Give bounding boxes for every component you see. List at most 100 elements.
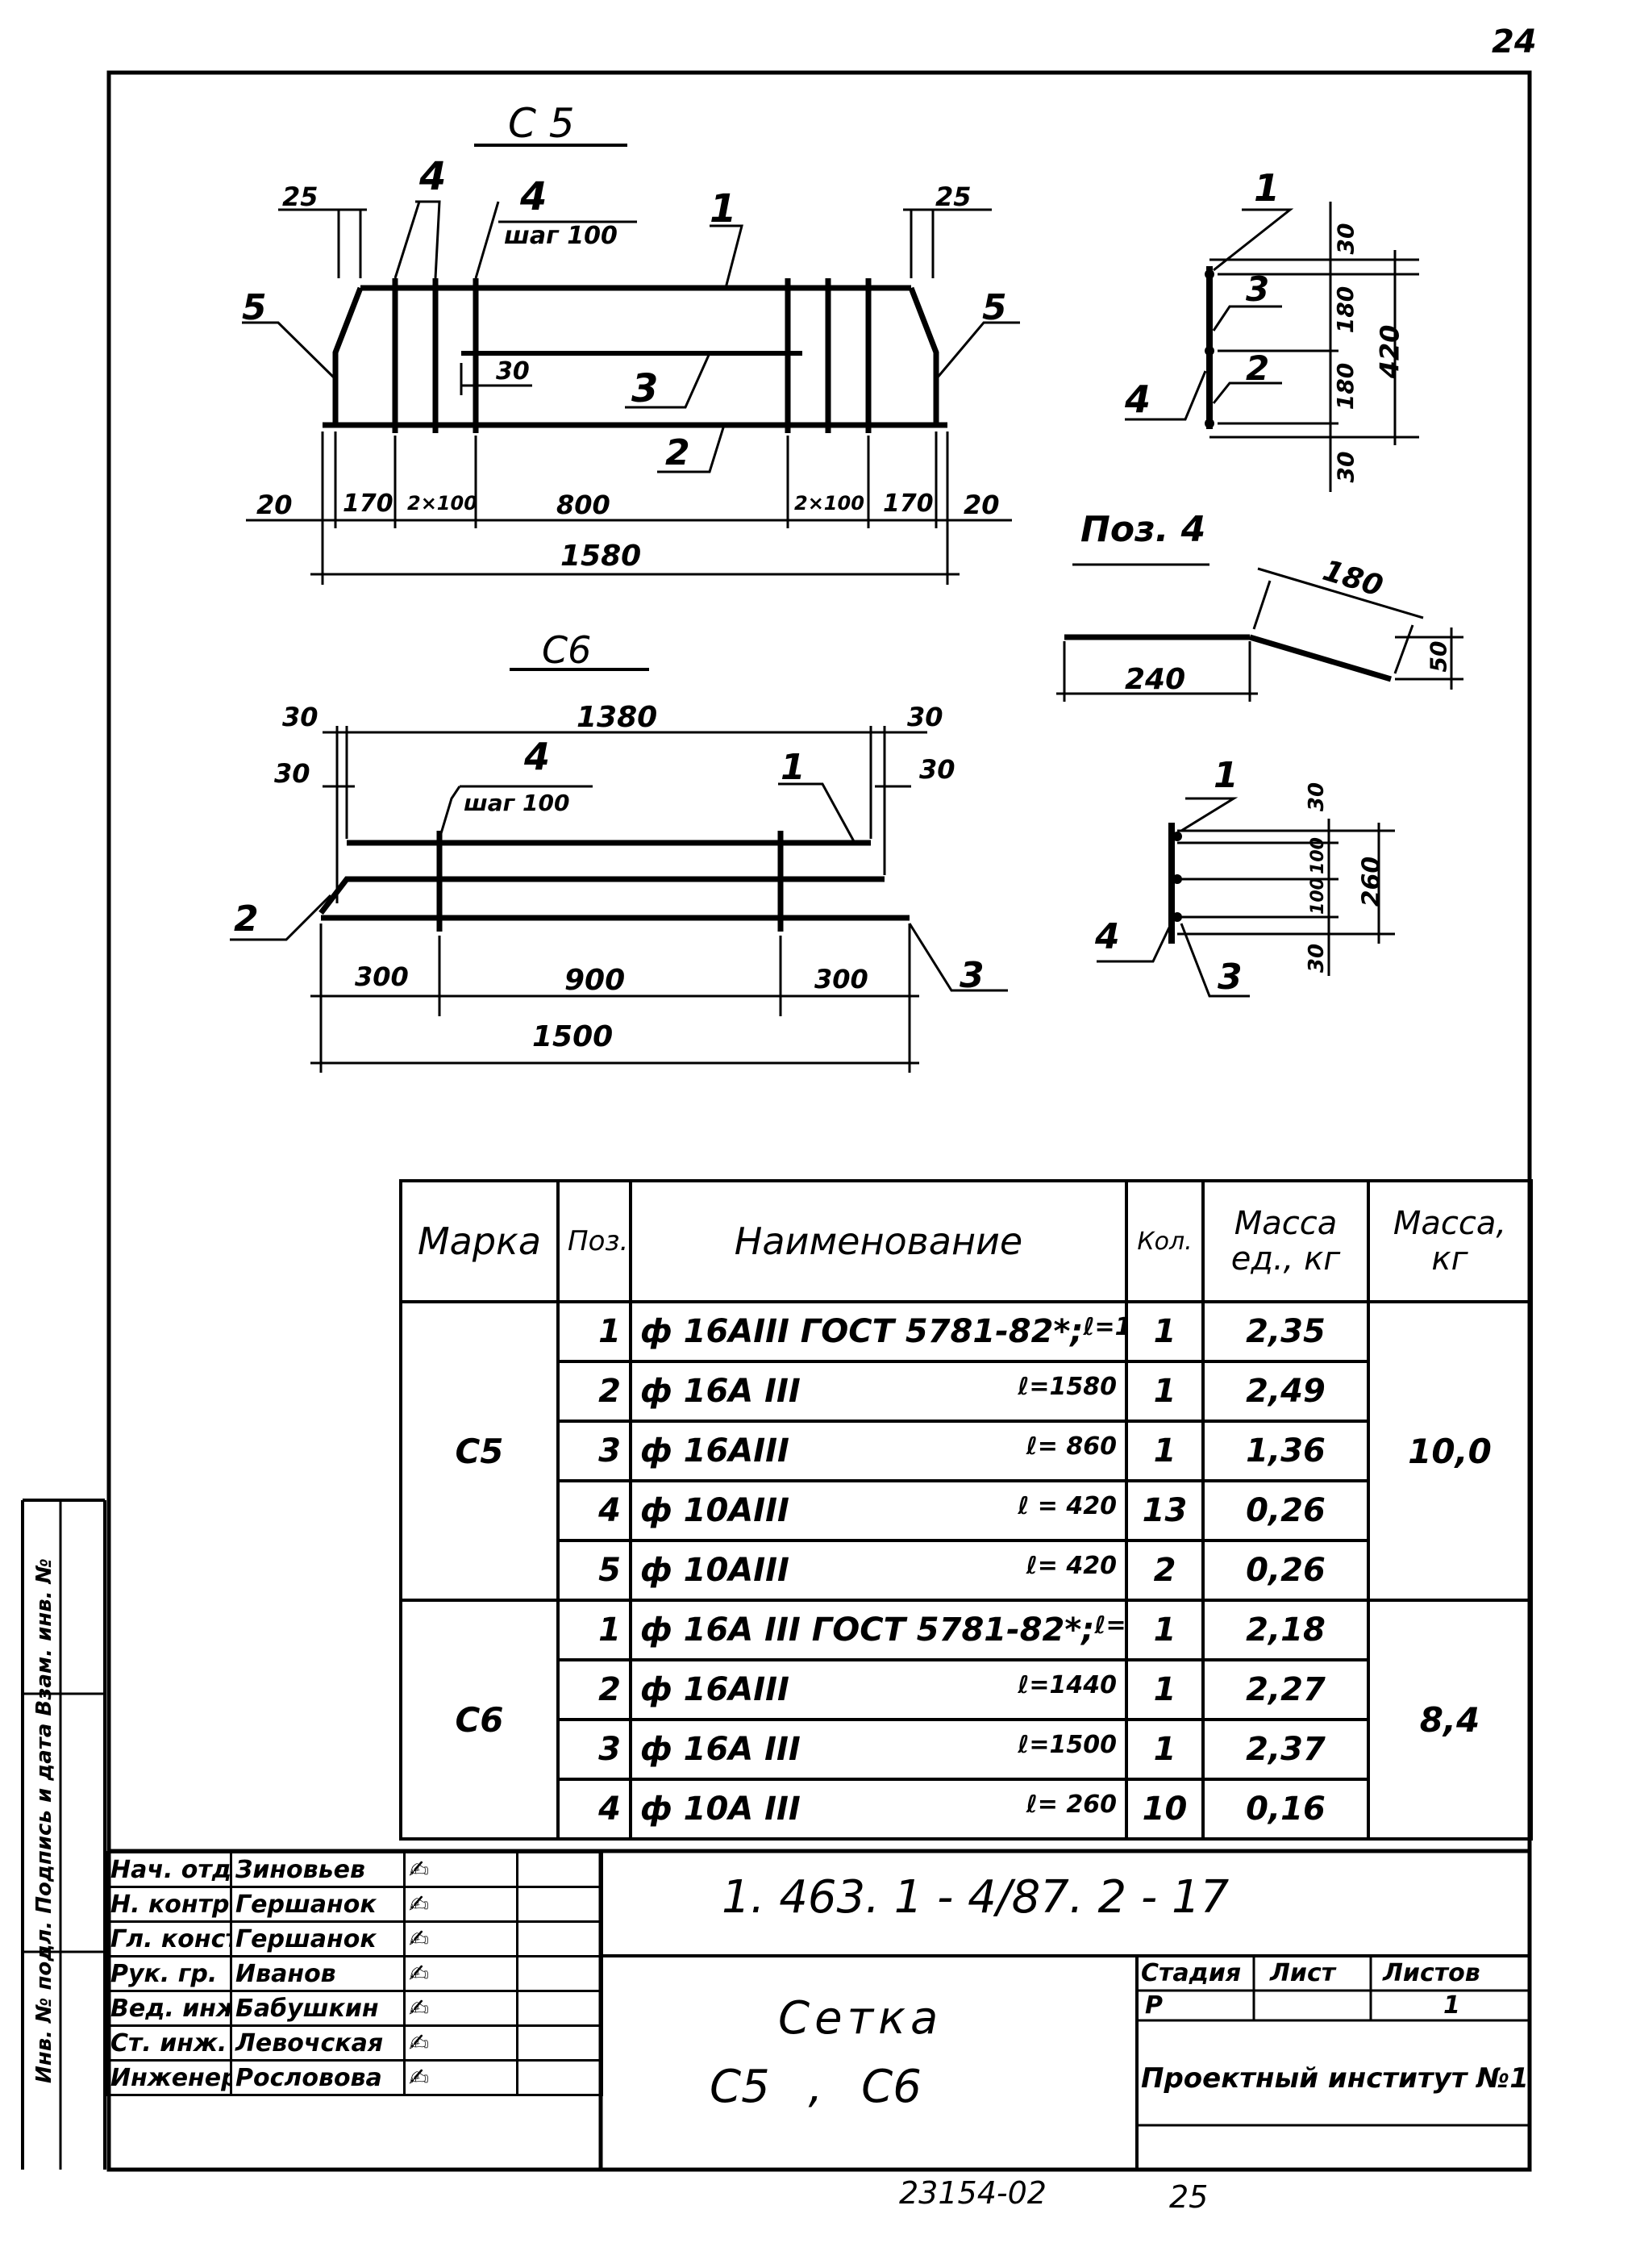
header-name: Наименование: [629, 1179, 1128, 1303]
table-row: 2 ф 16АIII ℓ=1440 1 2,27: [401, 1658, 1531, 1721]
signature-name: Левочская: [230, 2024, 406, 2062]
c6-callout-3: 3: [960, 955, 985, 996]
c5-callout-5-right: 5: [982, 287, 1007, 328]
row-bar: ф 16АIII: [640, 1671, 789, 1708]
total-mass-c5: 10,0: [1367, 1300, 1533, 1602]
pos4-title: Поз. 4: [1080, 509, 1206, 550]
title-line-1: Сетка: [778, 1992, 943, 2045]
signature-row: Рук. гр.Иванов✍: [105, 1955, 603, 1992]
c5-dim-20-left: 20: [256, 490, 293, 520]
signature-role: Инженер: [105, 2059, 232, 2096]
row-qty: 1: [1125, 1658, 1205, 1721]
row-name: ф 16А III ГОСТ 5781-82*;ℓ=1380: [629, 1599, 1128, 1661]
signature-row: Вед. инж.Бабушкин✍: [105, 1990, 603, 2027]
c5-sec-callout-4: 4: [1125, 377, 1151, 421]
c5-dim-overall: 1580: [560, 540, 642, 573]
c6-sec-dim-100-b: 100: [1307, 878, 1328, 915]
c6-dim-30-tr: 30: [907, 702, 943, 732]
row-qty: 1: [1125, 1599, 1205, 1661]
signature-role: Нач. отд.: [105, 1851, 232, 1888]
c5-dim-800: 800: [556, 490, 610, 520]
signature-name: Гершанок: [230, 1886, 406, 1923]
row-pos: 2: [556, 1658, 632, 1721]
signature-role: Гл. констр.: [105, 1920, 232, 1957]
c5-callout-2: 2: [665, 432, 690, 473]
signature-row: Н. контр.Гершанок✍: [105, 1886, 603, 1923]
signature-row: Ст. инж.Левочская✍: [105, 2024, 603, 2062]
pos4-dim-50: 50: [1425, 640, 1452, 673]
header-unit-mass: Масса ед., кг: [1201, 1179, 1370, 1303]
c5-dim-2x100-left: 2×100: [407, 492, 477, 515]
sheet-header: Лист: [1270, 1959, 1336, 1987]
c6-dim-overall: 1500: [532, 1020, 614, 1053]
c5-callout-4a: 4: [419, 154, 447, 199]
c6-callout-4: 4: [524, 735, 551, 778]
signature-mark: ✍: [403, 2024, 518, 2062]
c5-dim-25-left: 25: [282, 181, 318, 212]
mark-c6: С6: [399, 1599, 560, 1841]
c5-sec-dim-30-bottom: 30: [1332, 451, 1359, 483]
c5-dim-170-left: 170: [343, 490, 393, 518]
c5-dim-20-right: 20: [964, 490, 1000, 520]
row-qty: 1: [1125, 1420, 1205, 1482]
row-bar: ф 10АIII: [640, 1492, 789, 1529]
signature-name: Бабушкин: [230, 1990, 406, 2027]
mark-c5: С5: [399, 1300, 560, 1602]
signature-mark: ✍: [403, 1851, 518, 1888]
row-length: ℓ= 420: [1026, 1552, 1117, 1580]
row-mass: 2,49: [1201, 1360, 1370, 1423]
row-bar: ф 16А III: [640, 1373, 801, 1410]
signature-name: Рословова: [230, 2059, 406, 2096]
c5-callout-4b: 4: [520, 174, 547, 219]
spec-header-row: Марка Поз. Наименование Кол. Масса ед., …: [399, 1179, 1533, 1303]
pos4-dim-240: 240: [1125, 663, 1186, 696]
row-mass: 1,36: [1201, 1420, 1370, 1482]
header-qty: Кол.: [1125, 1179, 1205, 1303]
c6-sec-dim-30-bottom: 30: [1305, 943, 1330, 973]
c5-title: С 5: [508, 100, 575, 147]
row-bar: ф 10А III: [640, 1791, 801, 1828]
c6-sec-dim-total: 260: [1357, 856, 1386, 907]
c5-sec-dim-180-b: 180: [1332, 362, 1359, 411]
signature-role: Вед. инж.: [105, 1990, 232, 2027]
c5-sec-callout-3: 3: [1246, 269, 1270, 309]
title-line-2: С5 , С6: [710, 2061, 922, 2113]
c5-sec-dim-180-a: 180: [1332, 286, 1359, 334]
c5-dim-30: 30: [496, 357, 530, 386]
c6-dim-1380: 1380: [577, 701, 658, 734]
row-pos: 5: [556, 1539, 632, 1602]
c6-sec-dim-100-a: 100: [1307, 837, 1328, 874]
row-pos: 4: [556, 1778, 632, 1841]
row-length: ℓ=1380: [1094, 1611, 1126, 1640]
table-row: С6 1 ф 16А III ГОСТ 5781-82*;ℓ=1380 1 2,…: [399, 1599, 1533, 1841]
c5-callout-5-left: 5: [242, 287, 267, 328]
row-length: ℓ=1440: [1018, 1671, 1117, 1699]
c6-title: С6: [542, 628, 592, 672]
signature-name: Иванов: [230, 1955, 406, 1992]
sheets-value: 1: [1443, 1991, 1460, 2020]
signature-role: Рук. гр.: [105, 1955, 232, 1992]
c6-dim-30-ml: 30: [274, 758, 310, 789]
row-pos: 3: [556, 1718, 632, 1781]
stage-header: Стадия: [1141, 1959, 1242, 1987]
row-mass: 0,26: [1201, 1539, 1370, 1602]
c5-dim-25-right: 25: [935, 181, 972, 212]
row-qty: 1: [1125, 1718, 1205, 1781]
row-mass: 2,37: [1201, 1718, 1370, 1781]
header-total-mass: Масса, кг: [1367, 1179, 1533, 1303]
row-bar: ф 16АIII ГОСТ 5781-82*;: [640, 1313, 1084, 1350]
row-mass: 2,27: [1201, 1658, 1370, 1721]
footer-number: 23154-02: [899, 2175, 1047, 2211]
signature-role: Ст. инж.: [105, 2024, 232, 2062]
c6-sec-dim-30-top: 30: [1305, 782, 1330, 812]
row-length: ℓ=1500: [1018, 1731, 1117, 1759]
